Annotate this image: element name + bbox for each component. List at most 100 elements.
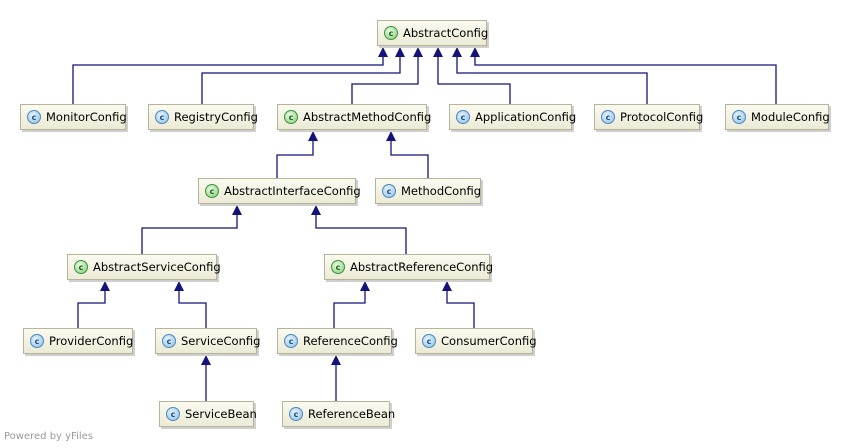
powered-by-label: Powered by yFiles	[4, 431, 93, 442]
edge-abstract-reference-to-abstract-interface	[311, 205, 407, 254]
edge-protocol-to-abstract-config	[452, 47, 648, 104]
edge-line	[474, 56, 777, 104]
inheritance-arrowhead	[470, 47, 480, 57]
node-label: ServiceConfig	[181, 334, 261, 348]
node-label: ReferenceBean	[308, 407, 396, 421]
class-icon: c	[289, 407, 303, 421]
class-icon: c	[155, 110, 169, 124]
class-icon: c	[27, 110, 41, 124]
edge-line	[178, 290, 207, 328]
node-label: ApplicationConfig	[475, 110, 577, 124]
class-icon: c	[601, 110, 615, 124]
class-icon: c	[162, 334, 176, 348]
node-label: ServiceBean	[185, 407, 257, 421]
edge-line	[77, 290, 106, 328]
edge-line	[456, 56, 648, 104]
node-abstract-method-config[interactable]: c AbstractMethodConfig	[277, 104, 431, 130]
node-monitor-config[interactable]: c MonitorConfig	[20, 104, 127, 130]
class-icon: c	[422, 334, 436, 348]
node-label: ModuleConfig	[751, 110, 830, 124]
class-icon: c	[732, 110, 746, 124]
inheritance-arrowhead	[311, 205, 321, 215]
node-label: ProviderConfig	[49, 334, 134, 348]
inheritance-arrowhead	[201, 355, 211, 365]
node-reference-config[interactable]: c ReferenceConfig	[277, 328, 398, 354]
abstract-class-icon: c	[331, 260, 345, 274]
edge-line	[351, 56, 419, 104]
node-label: AbstractMethodConfig	[303, 110, 432, 124]
node-protocol-config[interactable]: c ProtocolConfig	[594, 104, 704, 130]
node-application-config[interactable]: c ApplicationConfig	[449, 104, 576, 130]
class-icon: c	[284, 334, 298, 348]
inheritance-arrowhead	[331, 355, 341, 365]
edge-abstract-method-to-abstract-config	[351, 47, 423, 104]
node-label: RegistryConfig	[174, 110, 258, 124]
edge-service-config-to-abstract-service	[174, 281, 207, 328]
inheritance-arrowhead	[386, 131, 396, 141]
node-label: AbstractServiceConfig	[93, 260, 221, 274]
node-method-config[interactable]: c MethodConfig	[375, 178, 481, 204]
edge-abstract-interface-to-abstract-method	[276, 131, 318, 178]
abstract-class-icon: c	[284, 110, 298, 124]
node-reference-bean[interactable]: c ReferenceBean	[282, 401, 395, 427]
inheritance-arrowhead	[100, 281, 110, 291]
edge-provider-to-abstract-service	[77, 281, 110, 328]
edge-line	[141, 214, 238, 254]
edge-abstract-service-to-abstract-interface	[141, 205, 242, 254]
inheritance-arrowhead	[378, 47, 388, 57]
edge-line	[390, 140, 429, 178]
node-label: ProtocolConfig	[620, 110, 704, 124]
edge-consumer-to-abstract-reference	[442, 281, 475, 328]
node-abstract-service-config[interactable]: c AbstractServiceConfig	[67, 254, 221, 280]
abstract-class-icon: c	[205, 184, 219, 198]
edge-method-to-abstract-method	[386, 131, 429, 178]
edge-service-bean-to-service-config	[201, 355, 211, 401]
abstract-class-icon: c	[384, 26, 398, 40]
node-label: AbstractInterfaceConfig	[224, 184, 361, 198]
class-icon: c	[166, 407, 180, 421]
edge-line	[72, 56, 384, 104]
edge-line	[276, 140, 314, 178]
edge-reference-config-to-abstract-reference	[333, 281, 370, 328]
node-label: MethodConfig	[401, 184, 482, 198]
node-service-config[interactable]: c ServiceConfig	[155, 328, 261, 354]
class-icon: c	[30, 334, 44, 348]
node-module-config[interactable]: c ModuleConfig	[725, 104, 830, 130]
edge-line	[437, 56, 511, 104]
inheritance-arrowhead	[433, 47, 443, 57]
inheritance-arrowhead	[360, 281, 370, 291]
class-icon: c	[456, 110, 470, 124]
node-registry-config[interactable]: c RegistryConfig	[148, 104, 258, 130]
edge-line	[201, 56, 401, 104]
inheritance-arrowhead	[442, 281, 452, 291]
node-service-bean[interactable]: c ServiceBean	[159, 401, 257, 427]
node-label: ConsumerConfig	[441, 334, 537, 348]
class-icon: c	[382, 184, 396, 198]
node-label: AbstractReferenceConfig	[350, 260, 494, 274]
abstract-class-icon: c	[74, 260, 88, 274]
node-provider-config[interactable]: c ProviderConfig	[23, 328, 133, 354]
node-abstract-reference-config[interactable]: c AbstractReferenceConfig	[324, 254, 494, 280]
node-label: MonitorConfig	[46, 110, 127, 124]
edge-line	[446, 290, 475, 328]
inheritance-arrowhead	[452, 47, 462, 57]
edge-monitor-to-abstract-config	[72, 47, 388, 104]
inheritance-arrowhead	[413, 47, 423, 57]
edge-registry-to-abstract-config	[201, 47, 405, 104]
inheritance-arrowhead	[232, 205, 242, 215]
node-consumer-config[interactable]: c ConsumerConfig	[415, 328, 537, 354]
node-label: ReferenceConfig	[303, 334, 398, 348]
inheritance-arrowhead	[395, 47, 405, 57]
inheritance-arrowhead	[308, 131, 318, 141]
edge-module-to-abstract-config	[470, 47, 777, 104]
node-label: AbstractConfig	[403, 26, 489, 40]
edge-line	[315, 214, 407, 254]
edge-application-to-abstract-config	[433, 47, 511, 104]
edge-line	[333, 290, 366, 328]
edge-reference-bean-to-reference-config	[331, 355, 341, 401]
node-abstract-config[interactable]: c AbstractConfig	[377, 20, 489, 46]
node-abstract-interface-config[interactable]: c AbstractInterfaceConfig	[198, 178, 361, 204]
inheritance-arrowhead	[174, 281, 184, 291]
